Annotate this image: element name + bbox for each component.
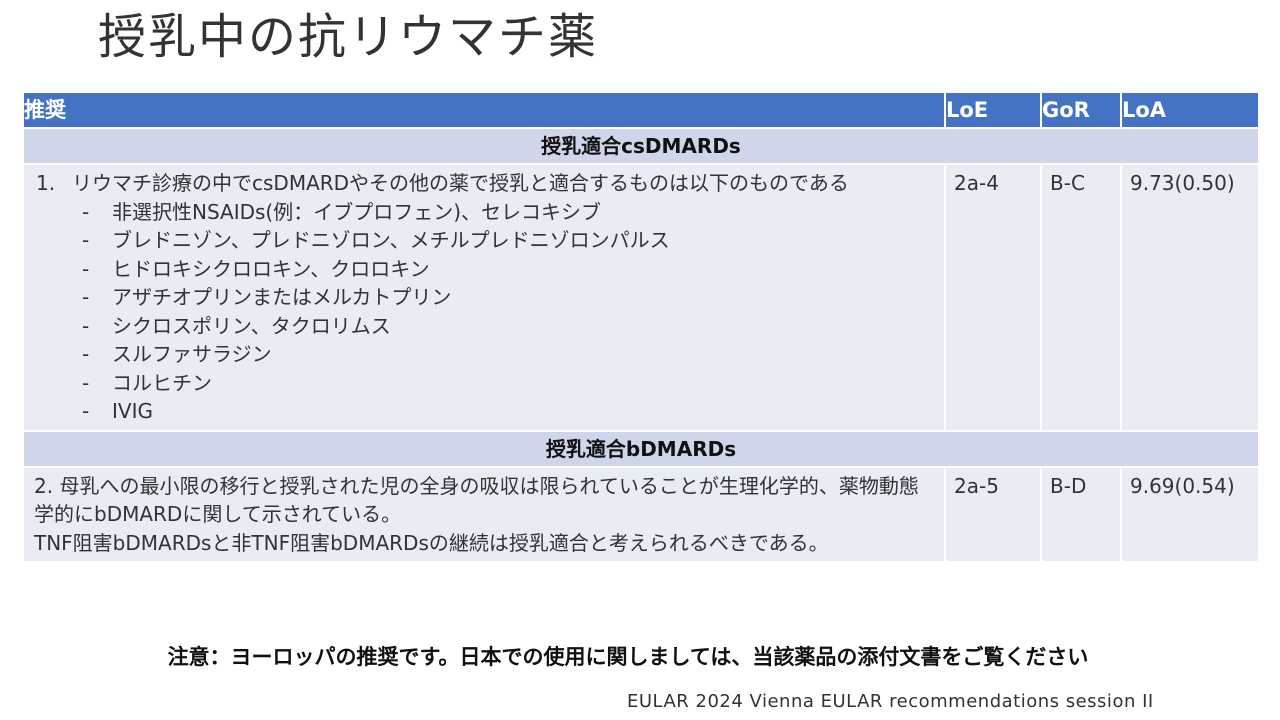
header-recommendation: 推奨 — [22, 91, 946, 129]
gor-value: B-D — [1040, 465, 1122, 563]
header-loe: LoE — [944, 91, 1042, 129]
list-item: -非選択性NSAIDs(例：イブプロフェン)、セレコキシブ — [82, 199, 602, 224]
section-row-csdmards: 授乳適合csDMARDs — [22, 127, 1260, 165]
section-row-bdmards: 授乳適合bDMARDs — [22, 429, 1260, 468]
recommendation-number: 1. — [36, 171, 56, 195]
recommendation-text: 2. 母乳への最小限の移行と授乳された児の全身の吸収は限られていることが生理化学… — [34, 473, 919, 527]
section-title: 授乳適合csDMARDs — [22, 127, 1260, 165]
list-item: -ブレドニゾン、プレドニゾロン、メチルプレドニゾロンパルス — [82, 228, 670, 252]
recommendation-cell: 2. 母乳への最小限の移行と授乳された児の全身の吸収は限られていることが生理化学… — [22, 465, 946, 563]
list-item: -ヒドロキシクロロキン、クロロキン — [82, 256, 430, 281]
drug-list: -非選択性NSAIDs(例：イブプロフェン)、セレコキシブ -ブレドニゾン、プレ… — [34, 198, 934, 426]
list-item: -シクロスポリン、タクロリムス — [82, 313, 391, 338]
list-item: -IVIG — [82, 399, 153, 423]
disclaimer-note: 注意：ヨーロッパの推奨です。日本での使用に関しましては、当該薬品の添付文書をご覧… — [167, 645, 1089, 669]
recommendation-text: リウマチ診療の中でcsDMARDやその他の薬で授乳と適合するものは以下のものであ… — [72, 171, 849, 195]
list-item: -コルヒチン — [82, 370, 212, 395]
recommendation-cell: 1. リウマチ診療の中でcsDMARDやその他の薬で授乳と適合するものは以下のも… — [22, 163, 946, 432]
recommendation-table: 推奨 LoE GoR LoA 授乳適合csDMARDs 1. リウマチ診療の中で… — [22, 91, 1260, 563]
list-item: -スルファサラジン — [82, 342, 272, 366]
gor-value: B-C — [1040, 163, 1122, 432]
loa-value: 9.73(0.50) — [1120, 163, 1260, 432]
recommendation-text: TNF阻害bDMARDsと非TNF阻害bDMARDsの継続は授乳適合と考えられる… — [34, 530, 829, 555]
loe-value: 2a-4 — [944, 163, 1042, 432]
header-gor: GoR — [1040, 91, 1122, 129]
table-row: 2. 母乳への最小限の移行と授乳された児の全身の吸収は限られていることが生理化学… — [22, 465, 1260, 563]
loa-value: 9.69(0.54) — [1120, 465, 1260, 563]
slide-title: 授乳中の抗リウマチ薬 — [98, 9, 599, 65]
header-loa: LoA — [1120, 91, 1260, 129]
list-item: -アザチオプリンまたはメルカトプリン — [82, 285, 452, 309]
section-title: 授乳適合bDMARDs — [22, 429, 1260, 468]
loe-value: 2a-5 — [944, 465, 1042, 563]
footer-source: EULAR 2024 Vienna EULAR recommendations … — [627, 691, 1154, 712]
table-header-row: 推奨 LoE GoR LoA — [22, 91, 1260, 129]
table-row: 1. リウマチ診療の中でcsDMARDやその他の薬で授乳と適合するものは以下のも… — [22, 163, 1260, 432]
